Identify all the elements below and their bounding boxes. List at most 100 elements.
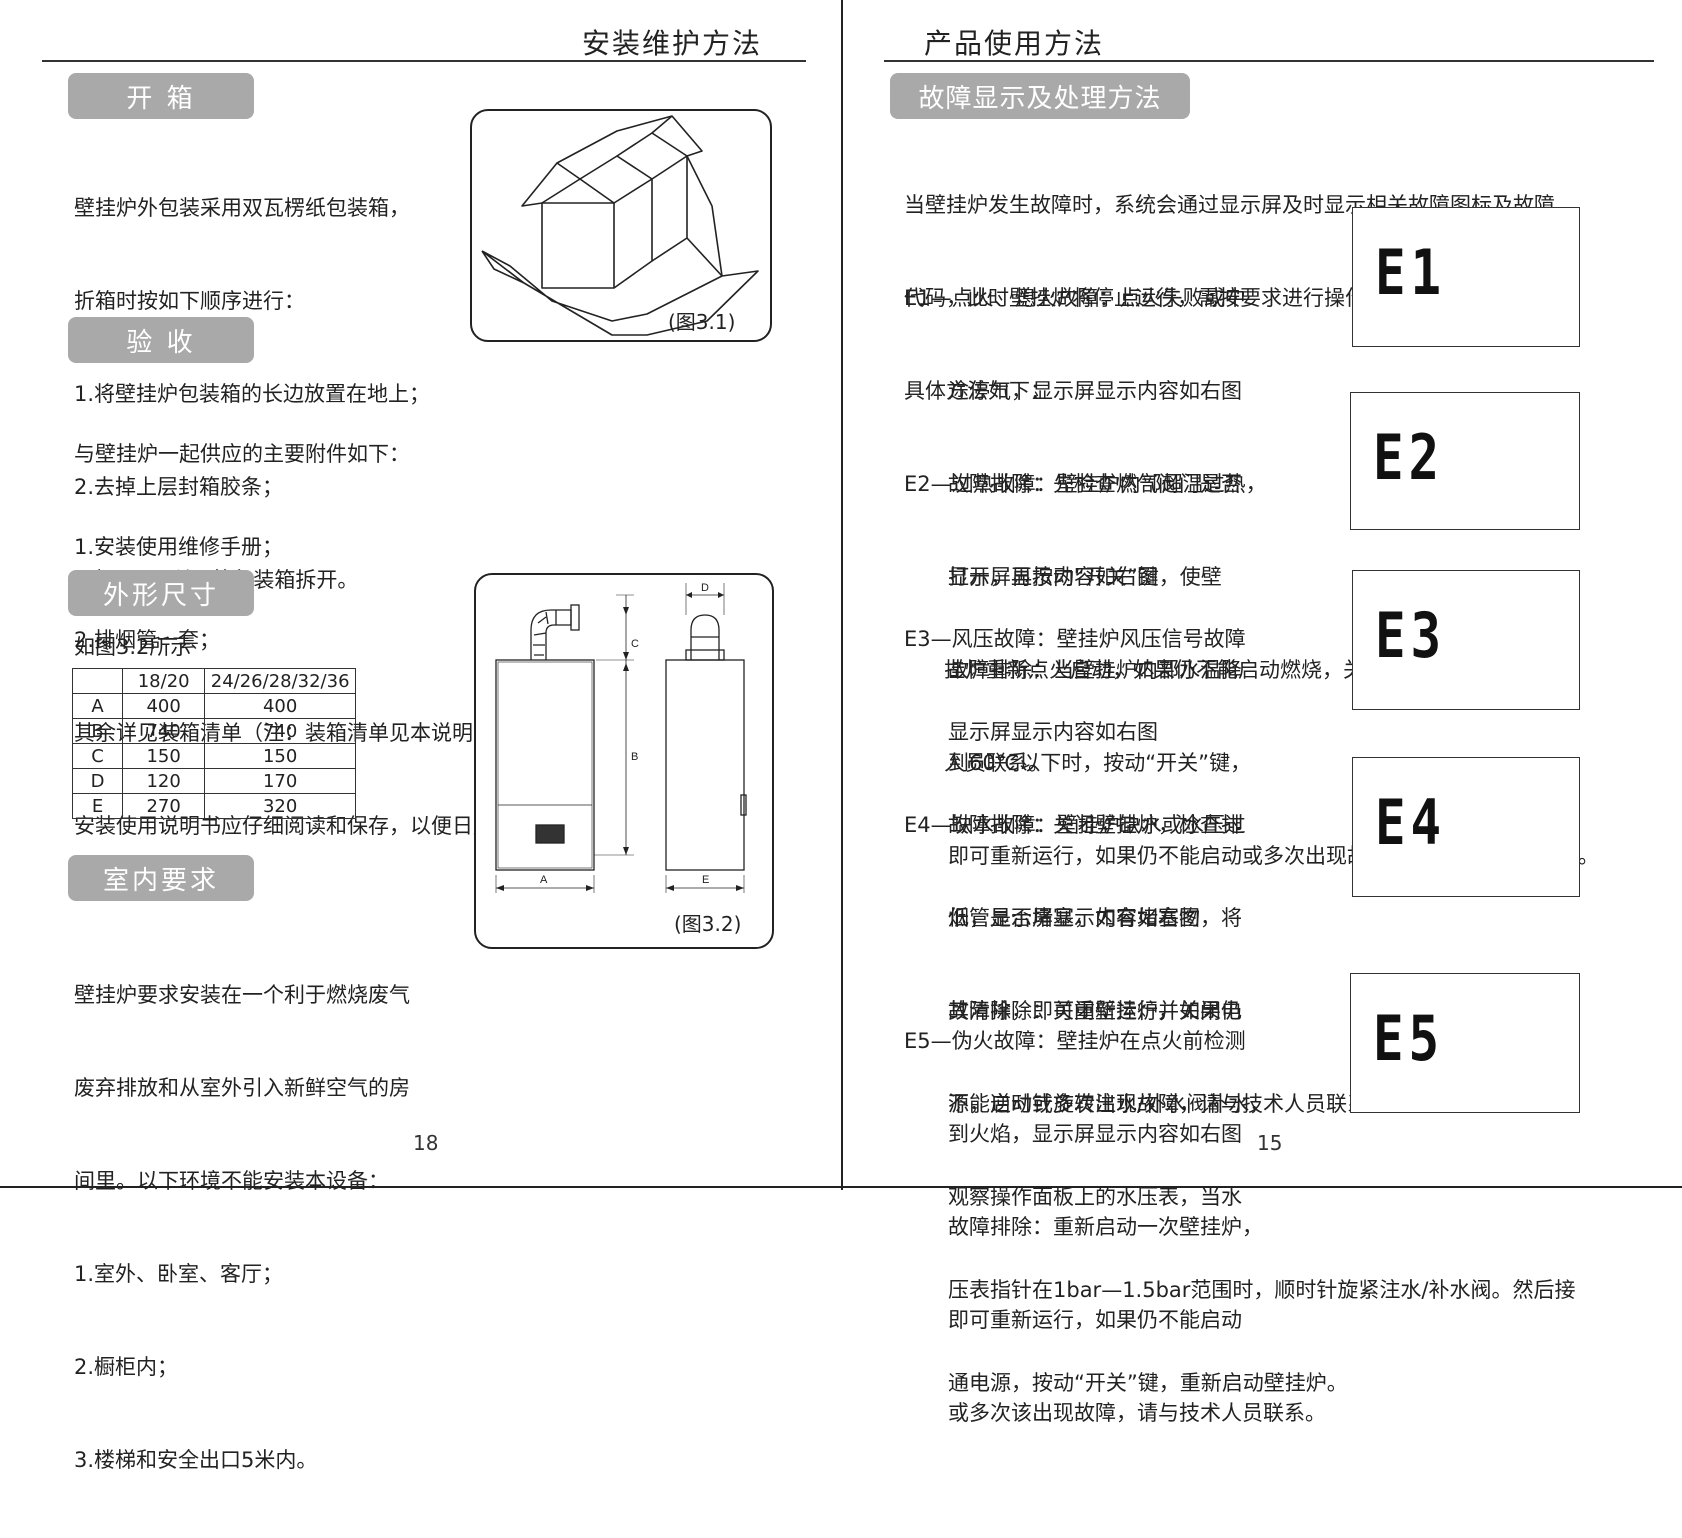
- text-line: 3.楼梯和安全出口5米内。: [74, 1448, 318, 1472]
- text-line: E1—点火、熄火故障：点火失败或中: [904, 286, 1246, 310]
- text-line: 到60℃以下时，按动“开关”键，: [948, 751, 1252, 775]
- figure-3-2-caption: (图3.2): [674, 912, 742, 936]
- table-cell: 400: [122, 693, 206, 719]
- figure-3-1-caption: (图3.1): [668, 310, 736, 334]
- indoor-text: 壁挂炉要求安装在一个利于燃烧废气 废弃排放和从室外引入新鲜空气的房 间里。以下环…: [74, 918, 410, 1538]
- figure-3-1: (图3.1): [470, 109, 772, 342]
- lcd-code: E2: [1373, 421, 1445, 494]
- lcd-code: E3: [1375, 599, 1447, 672]
- text-line: 壁挂炉外包装采用双瓦楞纸包装箱，: [74, 196, 410, 220]
- lcd-display-e1: E1: [1352, 207, 1580, 347]
- text-line: 故障排除：先检查燃气阀门是否: [948, 472, 1242, 496]
- section-tag-acceptance: 验 收: [68, 317, 254, 363]
- table-cell: 740: [122, 718, 206, 744]
- text-line: E2—过热故障：壁挂炉内部超温过热，: [904, 472, 1267, 496]
- table-cell: 150: [204, 743, 356, 769]
- text-line: 1.室外、卧室、客厅；: [74, 1262, 284, 1286]
- text-line: 废弃排放和从室外引入新鲜空气的房: [74, 1076, 410, 1100]
- dim-label-b: B: [631, 751, 638, 763]
- text-line: 间里。以下环境不能安装本设备：: [74, 1169, 389, 1193]
- text-line: 显示屏显示内容如右图: [948, 565, 1158, 589]
- boiler-dimension-diagram: A B C D E: [495, 582, 747, 893]
- text-line: E3—风压故障：壁挂炉风压信号故障: [904, 627, 1246, 651]
- table-cell: 320: [204, 793, 356, 819]
- left-page: 安装维护方法 开 箱 壁挂炉外包装采用双瓦楞纸包装箱， 折箱时按如下顺序进行： …: [0, 0, 842, 1472]
- text-line: E5—伪火故障：壁挂炉在点火前检测: [904, 1029, 1246, 1053]
- text-line: 壁挂炉要求安装在一个利于燃烧废气: [74, 983, 410, 1007]
- section-tag-dimensions: 外形尺寸: [68, 570, 254, 616]
- table-row: A 400 400: [71, 693, 356, 719]
- text-line: 显示屏显示内容如右图: [948, 720, 1158, 744]
- right-header-title: 产品使用方法: [924, 27, 1105, 60]
- table-cell: C: [71, 743, 124, 769]
- text-line: 或多次该出现故障，请与技术人员联系。: [948, 1401, 1326, 1425]
- table-header-cell: 24/26/28/32/36: [204, 668, 356, 694]
- fault-e5: E5—伪火故障：壁挂炉在点火前检测 到火焰，显示屏显示内容如右图 故障排除：重新…: [904, 964, 1326, 1491]
- text-line: 具体方法如下：: [904, 379, 1051, 403]
- section-tag-indoor-requirements: 室内要求: [68, 855, 254, 901]
- text-line: 源，逆时针旋转注水/补水阀补水，: [948, 1092, 1271, 1116]
- left-header-rule: [42, 60, 806, 62]
- table-cell: 150: [122, 743, 206, 769]
- table-cell: B: [71, 718, 124, 744]
- right-page: 产品使用方法 故障显示及处理方法 当壁挂炉发生故障时，系统会通过显示屏及时显示相…: [842, 0, 1682, 1425]
- dimensions-table: 18/20 24/26/28/32/36 A 400 400 B 740 740…: [71, 668, 356, 819]
- lcd-display-e2: E2: [1350, 392, 1580, 530]
- table-row: B 740 740: [71, 718, 356, 744]
- table-cell: 120: [122, 768, 206, 794]
- dimensions-text: 如图3.2所示: [74, 635, 192, 659]
- table-cell: D: [71, 768, 124, 794]
- dim-label-c: C: [631, 638, 639, 650]
- text-line: 1.安装使用维修手册；: [74, 535, 284, 559]
- table-cell: 270: [122, 793, 206, 819]
- right-header-rule: [884, 60, 1654, 62]
- table-header-cell: 18/20: [122, 668, 206, 694]
- lcd-display-e5: E5: [1350, 973, 1580, 1113]
- text-line: 即可重新运行，如果仍不能启动: [948, 1308, 1242, 1332]
- text-line: 故障排除：当壁挂炉内部水温降: [948, 658, 1242, 682]
- table-cell: 400: [204, 693, 356, 719]
- text-line: 故障排除：重新启动一次壁挂炉，: [948, 1215, 1263, 1239]
- text-line: 故障排除：关闭壁挂炉并关闭电: [948, 999, 1242, 1023]
- table-header-row: 18/20 24/26/28/32/36: [71, 668, 356, 694]
- dim-label-a: A: [540, 874, 548, 886]
- text-line: 其清除，即可重新运行，如果仍: [948, 999, 1242, 1023]
- dim-label-d: D: [701, 582, 709, 594]
- table-cell: A: [71, 693, 124, 719]
- table-cell: 170: [204, 768, 356, 794]
- table-row: C 150 150: [71, 743, 356, 769]
- text-line: 人员联系。: [944, 751, 1049, 775]
- section-tag-unboxing: 开 箱: [68, 73, 254, 119]
- text-line: 1.将壁挂炉包装箱的长边放置在地上；: [74, 382, 431, 406]
- lcd-display-e4: E4: [1352, 757, 1580, 897]
- fault-e3: E3—风压故障：壁挂炉风压信号故障 显示屏显示内容如右图 故障排除：关闭壁挂炉，…: [904, 562, 1389, 1182]
- figure-3-2: A B C D E (图3.2): [474, 573, 774, 949]
- text-line: 故障排除：关闭壁挂炉，检查排: [948, 813, 1242, 837]
- text-line: 不能启动或多次出现故障，请与技术人员联系。: [948, 1092, 1389, 1116]
- table-header-cell: [71, 668, 124, 694]
- lcd-code: E1: [1375, 236, 1447, 309]
- lcd-display-e3: E3: [1352, 570, 1580, 710]
- text-line: 2.排烟管一套；: [74, 628, 221, 652]
- text-line: 2.橱柜内；: [74, 1355, 179, 1379]
- text-line: 折箱时按如下顺序进行：: [74, 289, 305, 313]
- text-line: 烟管是否堵塞，如有堵塞物，将: [948, 906, 1242, 930]
- text-line: 与壁挂炉一起供应的主要附件如下：: [74, 442, 410, 466]
- lcd-code: E5: [1373, 1002, 1445, 1075]
- right-page-number: 15: [1257, 1131, 1283, 1155]
- table-cell: E: [71, 793, 124, 819]
- table-cell: 740: [204, 718, 356, 744]
- lcd-code: E4: [1375, 786, 1447, 859]
- unboxing-diagram: [481, 115, 759, 336]
- table-row: E 270 320: [71, 793, 356, 819]
- text-line: E4—缺水故障：壁挂炉缺水或水压过: [904, 813, 1246, 837]
- text-line: 到火焰，显示屏显示内容如右图: [948, 1122, 1242, 1146]
- left-page-number: 18: [413, 1131, 439, 1155]
- left-header-title: 安装维护方法: [582, 27, 763, 60]
- dim-label-e: E: [702, 874, 709, 886]
- text-line: 2.去掉上层封箱胶条；: [74, 475, 284, 499]
- section-tag-fault-display: 故障显示及处理方法: [890, 73, 1190, 119]
- fault-e2: E2—过热故障：壁挂炉内部超温过热， 显示屏显示内容如右图 故障排除：当壁挂炉内…: [904, 407, 1599, 934]
- bottom-border: [0, 1186, 1682, 1188]
- table-row: D 120 170: [71, 768, 356, 794]
